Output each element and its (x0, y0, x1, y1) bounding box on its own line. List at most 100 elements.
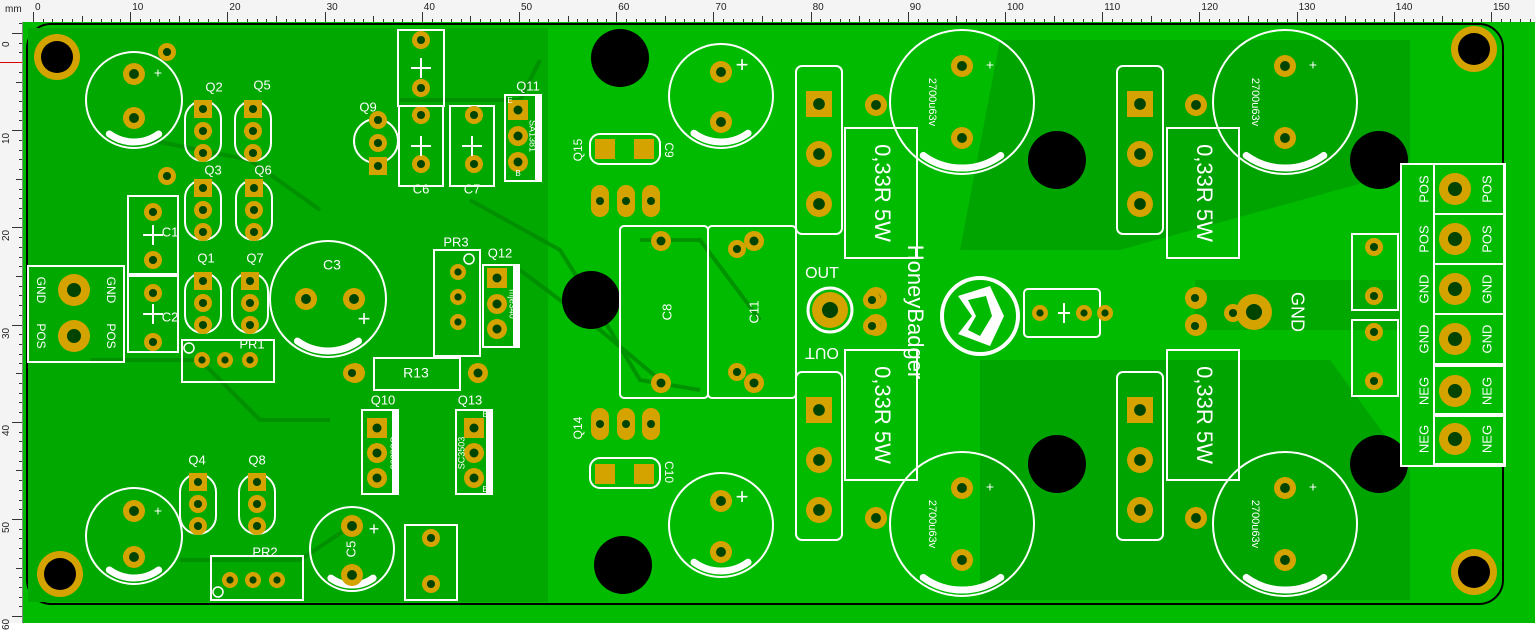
q10-tab (392, 410, 398, 494)
cap-2700u-4-outline (1212, 451, 1358, 597)
ruler-h-label: 40 (423, 2, 435, 13)
label-conn_gnd: GND (1479, 325, 1494, 354)
ruler-tick (635, 19, 637, 22)
c10-pad[interactable] (595, 464, 615, 484)
label-gnd-left: GND (34, 277, 48, 304)
label-neg: NEG (1479, 425, 1494, 453)
ruler-tick (1189, 19, 1191, 22)
ruler-tick (830, 19, 832, 22)
ruler-tick (839, 19, 841, 22)
pad-hole (416, 35, 426, 45)
r13-body (373, 357, 461, 391)
ruler-tick (1073, 19, 1075, 22)
pr3-dot (463, 253, 475, 265)
ruler-tick (1053, 16, 1055, 22)
ruler-tick (19, 334, 22, 336)
ruler-tick (1179, 19, 1181, 22)
ruler-tick (849, 19, 851, 22)
ruler-tick (1248, 16, 1249, 22)
cap-c3-outline (269, 240, 387, 358)
ruler-tick (19, 246, 22, 248)
pad-hole (1191, 100, 1201, 110)
cap-c5-outline (309, 506, 395, 592)
ruler-tick (1063, 19, 1065, 22)
pad-hole (1369, 242, 1379, 252)
ruler-tick (19, 412, 22, 414)
q15-pad[interactable] (595, 139, 615, 159)
pcb-board[interactable]: +++++C3+C52700u63v+2700u63v+2700u63v+270… (23, 22, 1535, 623)
label-c5: C5 (343, 541, 358, 558)
resistor-value-label: 0,33R 5W (870, 144, 895, 242)
ruler-tick (207, 19, 209, 22)
ruler-tick (19, 285, 22, 287)
ruler-tick (1491, 12, 1492, 22)
cap-c3-polarity-band (293, 337, 363, 355)
ruler-tick (1529, 19, 1531, 22)
ruler-tick (12, 227, 22, 229)
c10-pad[interactable] (634, 464, 654, 484)
ruler-tick (664, 16, 666, 22)
ruler-tick (19, 188, 22, 190)
pad-hole (372, 473, 382, 483)
ruler-tick (1034, 19, 1036, 22)
ruler-tick (19, 587, 22, 589)
ruler-tick (431, 19, 433, 22)
logo-circle (940, 276, 1020, 356)
label-q12: Q12 (488, 245, 513, 260)
ruler-tick (1043, 19, 1045, 22)
pad-hole (198, 356, 206, 364)
cap-c10-big-outline (668, 472, 774, 578)
ruler-tick (927, 19, 929, 22)
ruler-tick (19, 441, 22, 443)
brand-label: HoneyBadger (903, 245, 928, 380)
ruler-tick (557, 19, 559, 22)
pad-hole (716, 496, 726, 506)
ruler-tick (16, 567, 22, 569)
ruler-tick (19, 101, 22, 103)
pin-label: B (515, 169, 520, 178)
cursor-marker (0, 62, 22, 63)
r-emitter-2-body (844, 349, 918, 481)
pad-hole (1280, 483, 1290, 493)
pad-hole (273, 576, 281, 584)
out-transistor-1-body (795, 65, 843, 235)
part-number: SC3503 (456, 437, 466, 470)
ruler-tick (12, 519, 22, 520)
ruler-tick (1316, 19, 1318, 22)
ruler-tick (19, 460, 22, 462)
pad-hole (469, 448, 479, 458)
pad-hole (347, 521, 357, 531)
ruler-tick (1325, 19, 1327, 22)
label-pr3: PR3 (443, 234, 468, 249)
c7-body (449, 105, 495, 187)
pad-hole (732, 367, 742, 377)
ruler-tick (276, 16, 277, 22)
pad-hole (1134, 148, 1146, 160)
pad-hole (245, 298, 255, 308)
pad-hole (647, 420, 655, 428)
ruler-tick (120, 19, 122, 22)
cap-top-small-body (397, 29, 445, 107)
pad-hole (249, 183, 259, 193)
label-q7: Q7 (246, 250, 263, 265)
ruler-tick (499, 19, 501, 22)
ruler-tick (266, 19, 268, 22)
ruler-h-label: 20 (229, 2, 241, 13)
conn-neg-2-pin-hole (1448, 432, 1462, 446)
pad-hole (426, 579, 436, 589)
ruler-tick (19, 217, 22, 219)
ruler-unit-corner: mm (0, 0, 28, 22)
pad-hole (252, 477, 262, 487)
pad-hole (1280, 61, 1290, 71)
ruler-tick (19, 110, 22, 112)
ruler-tick (382, 19, 384, 22)
pad-hole (198, 205, 208, 215)
q15-pad[interactable] (634, 139, 654, 159)
conn-neg-1-pin-hole (1448, 384, 1462, 398)
cap-2700u-2-outline (1212, 29, 1358, 175)
ruler-tick (1005, 12, 1006, 22)
plus-mark: + (1309, 57, 1317, 73)
